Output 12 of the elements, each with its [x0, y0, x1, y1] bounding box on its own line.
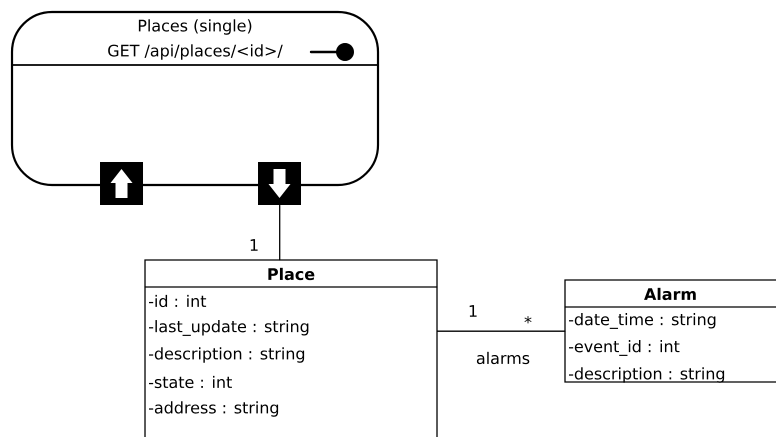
multiplicity-label: 1: [470, 305, 477, 317]
multiplicity-label: 1: [250, 239, 258, 251]
class-box: Alarm -date_time : string -event_id : int -description : string: [564, 279, 776, 383]
association-line: [436, 330, 566, 332]
multiplicity-label: *: [524, 316, 532, 324]
association-line: [279, 204, 280, 261]
resource-heading: GET /api/places/<id>/: [108, 44, 283, 60]
edge-label: alarms: [476, 352, 530, 364]
resource-heading: Places (single): [138, 19, 252, 35]
up-arrow-port: [100, 162, 143, 205]
class-box: Place -id : int -last_update : string -description : string -state : int -address : string: [144, 259, 438, 437]
down-arrow-port: [258, 162, 301, 205]
